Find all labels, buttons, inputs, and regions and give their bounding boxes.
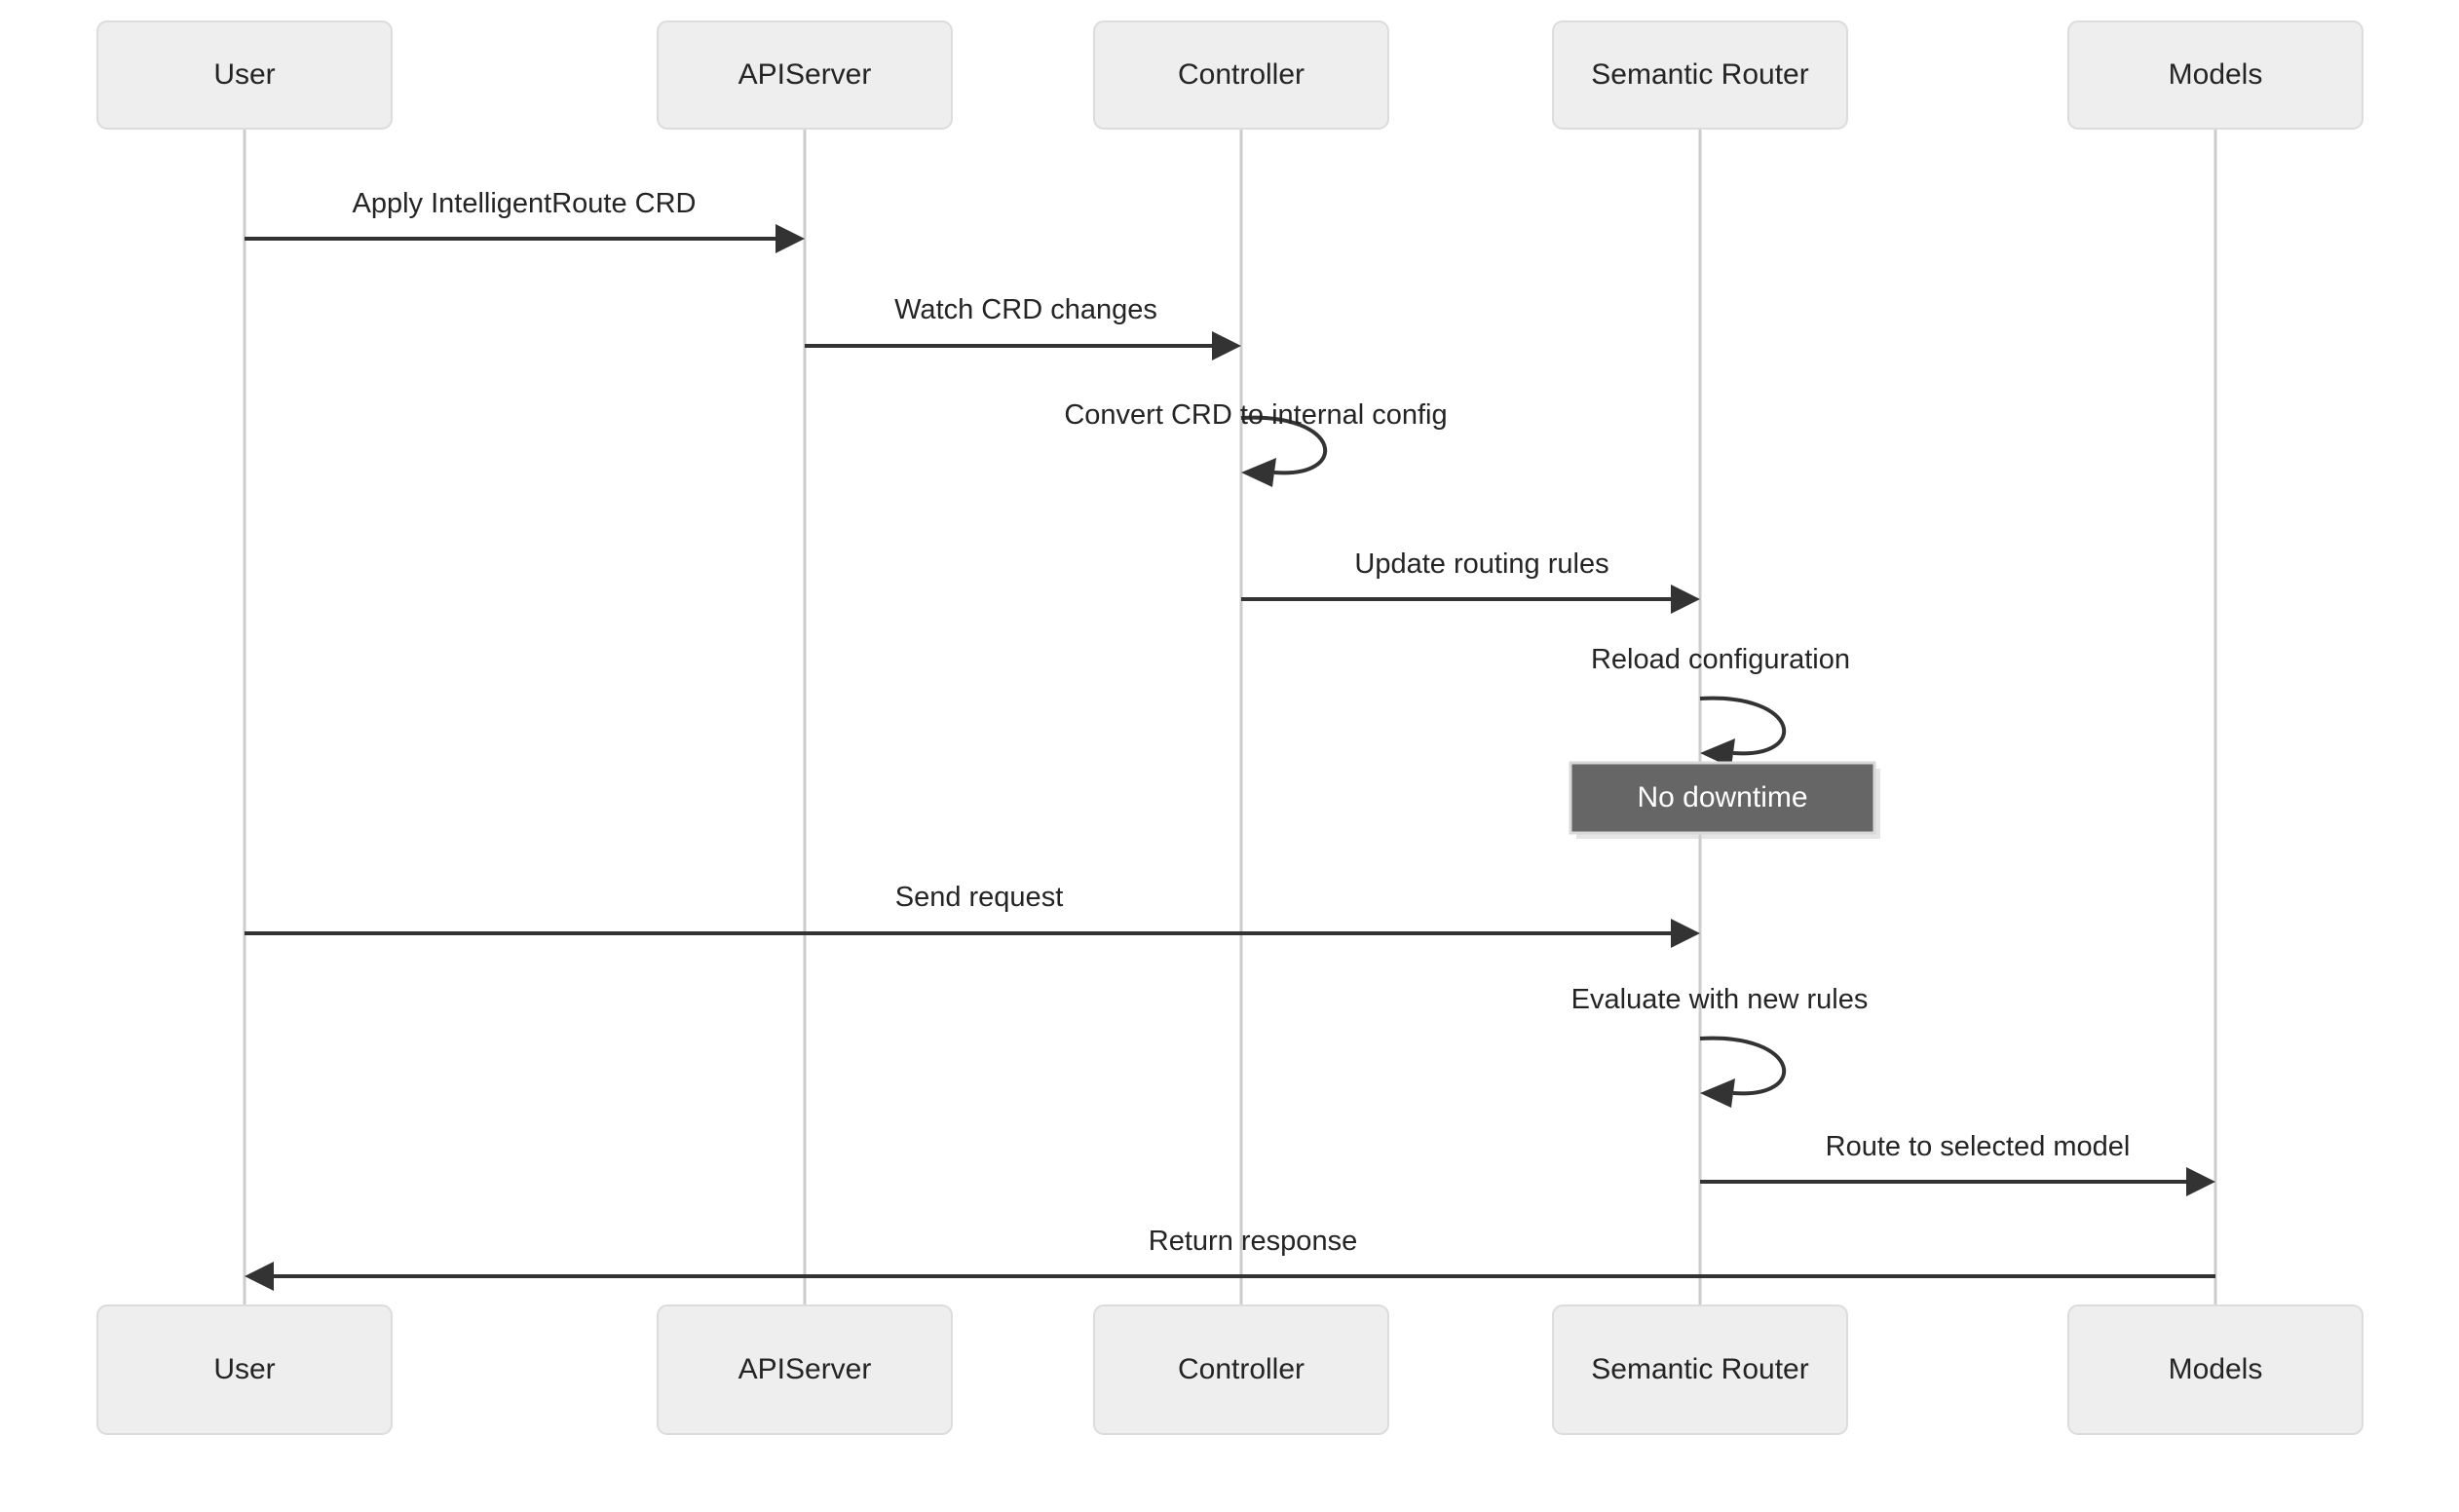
msg-reload-config-arrowhead bbox=[1700, 738, 1735, 768]
actor-box-router-top[interactable]: Semantic Router bbox=[1552, 20, 1848, 130]
actor-label-models: Models bbox=[2169, 58, 2263, 91]
actor-rect-router bbox=[1552, 1304, 1848, 1435]
msg-apply-crd[interactable]: Apply IntelligentRoute CRD bbox=[245, 188, 805, 253]
msg-update-rules-arrowhead bbox=[1671, 585, 1700, 614]
actor-label-router: Semantic Router bbox=[1591, 1353, 1808, 1385]
actor-box-user-bottom[interactable]: User bbox=[96, 1304, 393, 1435]
actor-rect-controller bbox=[1093, 20, 1389, 130]
actor-box-models-bottom[interactable]: Models bbox=[2067, 1304, 2364, 1435]
actor-label-user: User bbox=[213, 1353, 275, 1385]
msg-reload-config[interactable]: Reload configuration bbox=[1591, 644, 1850, 768]
actor-label-apiserver: APIServer bbox=[738, 58, 872, 91]
bottom-actor-boxes: User APIServer Controller Semantic Router Mo… bbox=[96, 1304, 2364, 1435]
actor-label-models: Models bbox=[2169, 1353, 2263, 1385]
actor-label-user: User bbox=[213, 58, 275, 91]
msg-return-response-label: Return response bbox=[1149, 1226, 1357, 1257]
actor-box-router-bottom[interactable]: Semantic Router bbox=[1552, 1304, 1848, 1435]
note-no-downtime-label: No downtime bbox=[1637, 781, 1807, 813]
lifelines-layer bbox=[243, 129, 2217, 1305]
actor-box-controller-top[interactable]: Controller bbox=[1093, 20, 1389, 130]
msg-route-model-arrowhead bbox=[2186, 1167, 2215, 1196]
msg-reload-config-loop-path bbox=[1699, 696, 1787, 756]
msg-return-response[interactable]: Return response bbox=[245, 1226, 2215, 1291]
note-no-downtime[interactable]: No downtime bbox=[1569, 761, 1880, 839]
msg-evaluate-rules-label: Evaluate with new rules bbox=[1571, 984, 1869, 1015]
msg-evaluate-rules-arrowhead bbox=[1700, 1078, 1735, 1108]
msg-update-rules-label: Update routing rules bbox=[1354, 548, 1608, 580]
msg-watch-crd-label: Watch CRD changes bbox=[894, 294, 1157, 325]
msg-watch-crd[interactable]: Watch CRD changes bbox=[805, 294, 1241, 360]
msg-convert-crd[interactable]: Convert CRD to internal config bbox=[1064, 399, 1448, 487]
actor-rect-apiserver bbox=[657, 1304, 953, 1435]
actor-rect-apiserver bbox=[657, 20, 953, 130]
actor-rect-router bbox=[1552, 20, 1848, 130]
msg-convert-crd-loop-path bbox=[1240, 415, 1328, 475]
msg-watch-crd-arrowhead bbox=[1212, 331, 1241, 360]
actor-label-apiserver: APIServer bbox=[738, 1353, 872, 1385]
msg-evaluate-rules-loop-path bbox=[1699, 1036, 1787, 1096]
actor-label-router: Semantic Router bbox=[1591, 58, 1808, 91]
msg-convert-crd-arrowhead bbox=[1241, 458, 1276, 487]
top-actor-boxes: User APIServer Controller Semantic Router Mo… bbox=[96, 20, 2364, 130]
actor-box-apiserver-bottom[interactable]: APIServer bbox=[657, 1304, 953, 1435]
msg-return-response-arrowhead bbox=[245, 1262, 274, 1291]
msg-send-request-label: Send request bbox=[895, 882, 1064, 913]
actor-box-apiserver-top[interactable]: APIServer bbox=[657, 20, 953, 130]
msg-apply-crd-label: Apply IntelligentRoute CRD bbox=[352, 188, 696, 219]
actor-label-controller: Controller bbox=[1178, 58, 1305, 91]
msg-apply-crd-arrowhead bbox=[776, 224, 805, 253]
msg-route-model[interactable]: Route to selected model bbox=[1700, 1131, 2215, 1196]
note-no-downtime-rect bbox=[1569, 761, 1876, 835]
msg-evaluate-rules[interactable]: Evaluate with new rules bbox=[1571, 984, 1869, 1108]
msg-route-model-label: Route to selected model bbox=[1826, 1131, 2131, 1162]
msg-send-request-arrowhead bbox=[1671, 919, 1700, 948]
actor-box-user-top[interactable]: User bbox=[96, 20, 393, 130]
msg-send-request[interactable]: Send request bbox=[245, 882, 1700, 948]
messages-layer: Apply IntelligentRoute CRD Watch CRD chan… bbox=[245, 188, 2215, 1291]
actor-rect-models bbox=[2067, 20, 2364, 130]
actor-label-controller: Controller bbox=[1178, 1353, 1305, 1385]
actor-rect-controller bbox=[1093, 1304, 1389, 1435]
actor-rect-models bbox=[2067, 1304, 2364, 1435]
actor-rect-user bbox=[96, 1304, 393, 1435]
actor-rect-user bbox=[96, 20, 393, 130]
msg-convert-crd-label: Convert CRD to internal config bbox=[1064, 399, 1447, 431]
msg-reload-config-label: Reload configuration bbox=[1591, 644, 1850, 675]
msg-update-rules[interactable]: Update routing rules bbox=[1241, 548, 1700, 614]
notes-layer: No downtime bbox=[1569, 761, 1880, 839]
actor-box-models-top[interactable]: Models bbox=[2067, 20, 2364, 130]
actor-box-controller-bottom[interactable]: Controller bbox=[1093, 1304, 1389, 1435]
